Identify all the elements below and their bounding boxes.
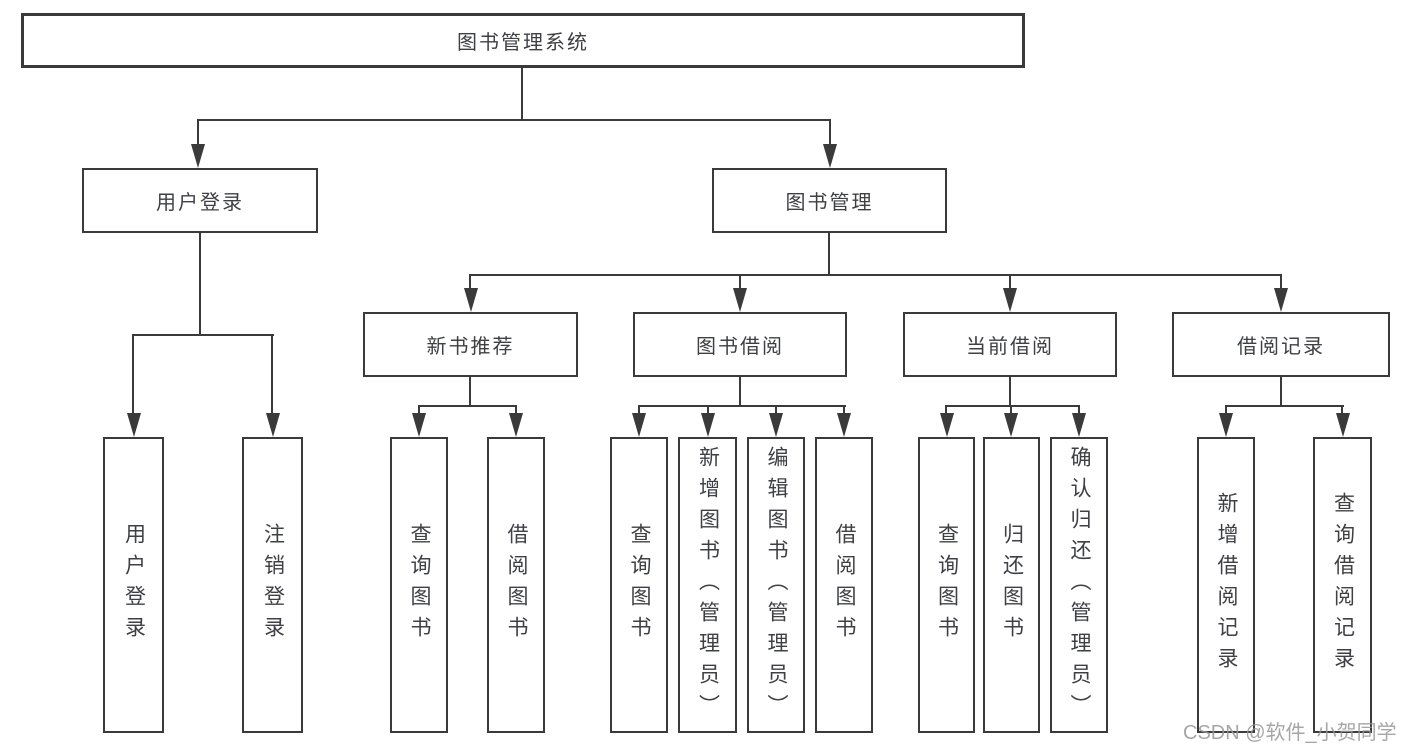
leaf-edit-book-admin: 编辑图书（管理员） — [747, 437, 805, 733]
arrow-down-icon — [823, 144, 837, 168]
connector-line — [775, 405, 777, 415]
arrow-down-icon — [1274, 288, 1288, 312]
node-library-system: 图书管理系统 — [21, 13, 1025, 68]
connector-line — [1280, 377, 1282, 407]
connector-line — [132, 334, 274, 336]
connector-line — [132, 334, 134, 414]
leaf-confirm-return-admin: 确认归还（管理员） — [1050, 437, 1108, 733]
arrow-down-icon — [701, 413, 715, 437]
leaf-label: 注销登录 — [261, 523, 285, 647]
connector-line — [515, 405, 517, 415]
leaf-add-book-admin: 新增图书（管理员） — [678, 437, 737, 733]
leaf-label: 新增图书（管理员） — [696, 445, 720, 725]
arrow-down-icon — [266, 413, 280, 437]
arrow-down-icon — [191, 144, 205, 168]
connector-line — [707, 405, 709, 415]
leaf-label: 借阅图书 — [505, 523, 528, 647]
arrow-down-icon — [940, 413, 954, 437]
arrow-down-icon — [632, 413, 646, 437]
arrow-down-icon — [509, 413, 523, 437]
leaf-user-login: 用户登录 — [103, 437, 164, 733]
connector-line — [418, 405, 517, 407]
node-label: 借阅记录 — [1237, 336, 1325, 358]
connector-line — [1010, 405, 1012, 415]
connector-line — [1225, 405, 1344, 407]
leaf-label: 确认归还（管理员） — [1068, 445, 1091, 725]
connector-line — [1009, 377, 1011, 407]
arrow-down-icon — [1004, 413, 1018, 437]
connector-line — [418, 405, 420, 415]
leaf-return-book: 归还图书 — [983, 437, 1040, 733]
connector-line — [945, 405, 1080, 407]
leaf-label: 借阅图书 — [833, 523, 856, 647]
arrow-down-icon — [837, 413, 851, 437]
leaf-borrow-books: 借阅图书 — [815, 437, 873, 733]
connector-line — [1280, 274, 1282, 290]
node-label: 图书管理系统 — [457, 32, 589, 54]
leaf-borrow-books-recommend: 借阅图书 — [487, 437, 545, 733]
leaf-label: 归还图书 — [1000, 523, 1024, 647]
connector-line — [829, 119, 831, 146]
node-current-borrow: 当前借阅 — [903, 312, 1117, 377]
node-new-book-recommend: 新书推荐 — [363, 312, 578, 377]
node-label: 用户登录 — [156, 192, 244, 214]
connector-line — [469, 274, 1282, 276]
leaf-label: 新增借阅记录 — [1215, 492, 1238, 678]
node-label: 图书管理 — [785, 192, 874, 214]
arrow-down-icon — [1219, 413, 1233, 437]
connector-line — [521, 68, 523, 120]
leaf-label: 查询图书 — [628, 523, 651, 647]
arrow-down-icon — [769, 413, 783, 437]
node-borrow-records: 借阅记录 — [1172, 312, 1390, 377]
leaf-query-books-recommend: 查询图书 — [390, 437, 448, 733]
connector-line — [469, 274, 471, 290]
node-user-login: 用户登录 — [82, 168, 318, 233]
connector-line — [828, 233, 830, 275]
connector-line — [739, 377, 741, 407]
leaf-label: 查询图书 — [935, 523, 959, 647]
node-label: 新书推荐 — [426, 336, 515, 358]
watermark: CSDN @软件_小贺同学 — [1183, 722, 1397, 744]
arrow-down-icon — [733, 288, 747, 312]
connector-line — [945, 405, 947, 415]
leaf-label: 查询图书 — [408, 523, 431, 647]
connector-line — [1009, 274, 1011, 290]
arrow-down-icon — [1072, 413, 1086, 437]
leaf-query-books-current: 查询图书 — [918, 437, 975, 733]
connector-line — [843, 405, 845, 415]
leaf-label: 用户登录 — [122, 523, 146, 647]
connector-line — [469, 377, 471, 407]
connector-line — [199, 233, 201, 335]
connector-line — [1225, 405, 1227, 415]
arrow-down-icon — [1003, 288, 1017, 312]
connector-line — [271, 334, 273, 414]
leaf-label: 查询借阅记录 — [1331, 492, 1355, 678]
leaf-logout: 注销登录 — [242, 437, 303, 733]
arrow-down-icon — [127, 413, 141, 437]
connector-line — [739, 274, 741, 290]
node-book-management: 图书管理 — [712, 168, 947, 233]
connector-line — [197, 119, 831, 121]
arrow-down-icon — [412, 413, 426, 437]
node-book-borrow: 图书借阅 — [633, 312, 847, 377]
arrow-down-icon — [464, 288, 478, 312]
connector-line — [1078, 405, 1080, 415]
leaf-query-books-borrow: 查询图书 — [610, 437, 668, 733]
connector-line — [638, 405, 640, 415]
leaf-add-borrow-record: 新增借阅记录 — [1197, 437, 1255, 733]
node-label: 图书借阅 — [696, 336, 784, 358]
node-label: 当前借阅 — [966, 336, 1054, 358]
connector-line — [1341, 405, 1343, 415]
connector-line — [638, 405, 846, 407]
leaf-query-borrow-record: 查询借阅记录 — [1313, 437, 1372, 733]
arrow-down-icon — [1336, 413, 1350, 437]
leaf-label: 编辑图书（管理员） — [765, 445, 788, 725]
connector-line — [197, 119, 199, 146]
